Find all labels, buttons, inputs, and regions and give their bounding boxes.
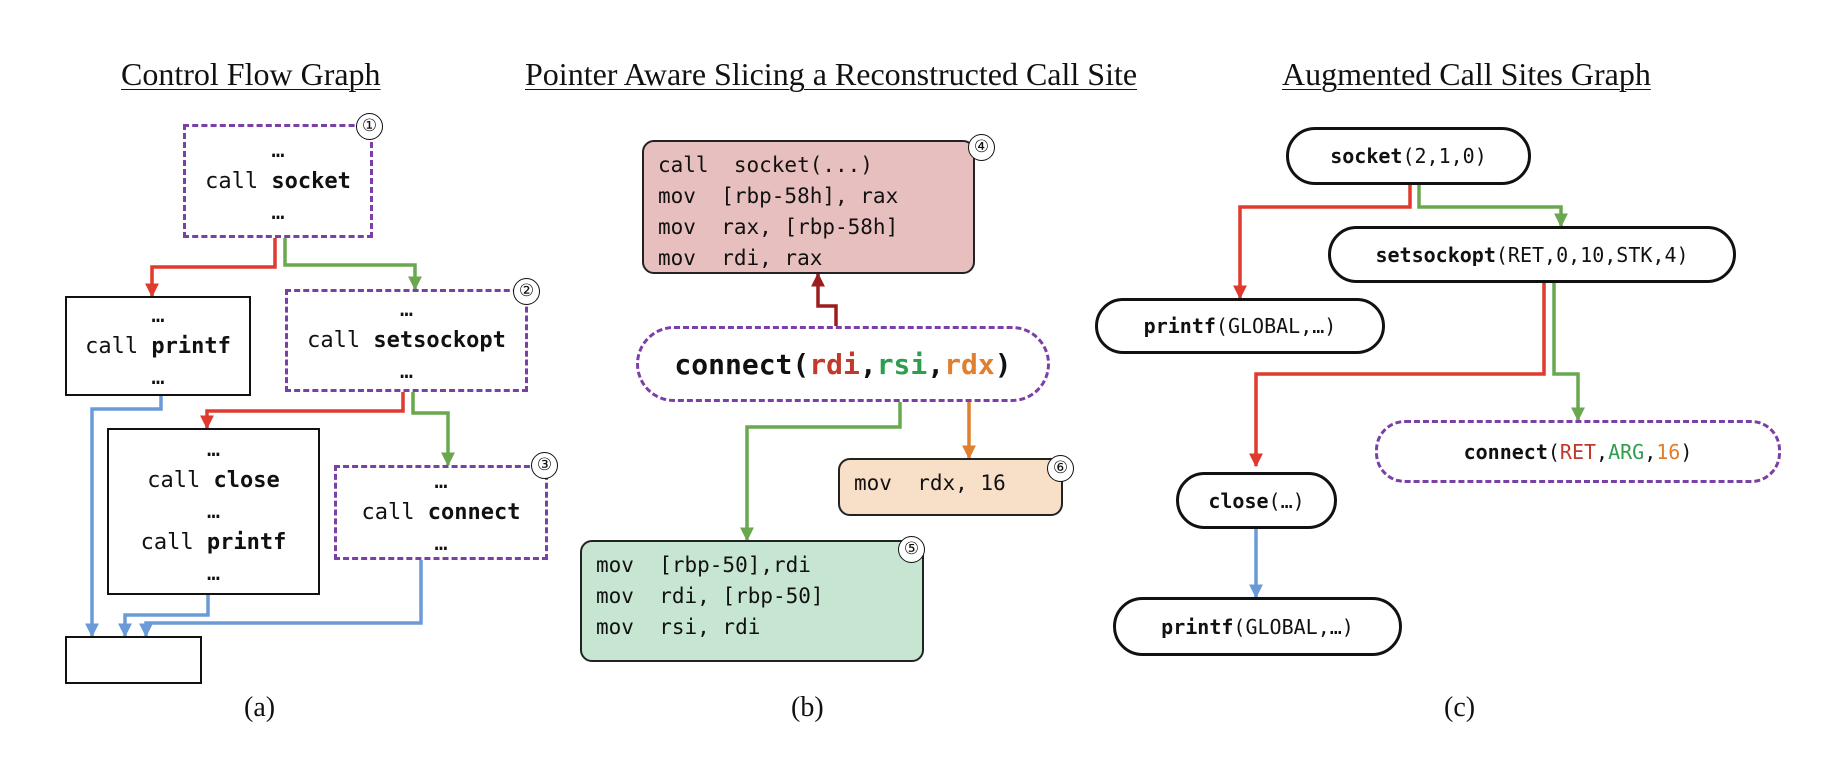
call-keyword: call [307, 328, 361, 353]
arg-separator: , [859, 347, 877, 381]
node-open-paren: ( [1547, 439, 1560, 464]
func-name-setsockopt: setsockopt [373, 328, 506, 353]
node-args-close: (…) [1268, 488, 1305, 513]
cfg-block-connect: … call connect … [334, 465, 548, 560]
arg-rdi: rdi [809, 347, 860, 381]
call-keyword: call [140, 530, 194, 555]
node-args-printf: (GLOBAL,…) [1215, 314, 1337, 338]
call-line-close: call close [147, 465, 279, 496]
cfg-block-printf: … call printf … [65, 296, 251, 396]
ellipsis-text: … [151, 302, 165, 328]
node-fn-printf: printf [1161, 614, 1234, 639]
arg-rsi: rsi [876, 347, 928, 381]
connect-fn-name: connect( [674, 347, 810, 381]
func-name-printf: printf [206, 530, 287, 555]
caption-c: (c) [1444, 692, 1476, 723]
func-name-close: close [213, 468, 280, 493]
node-fn-setsockopt: setsockopt [1375, 242, 1496, 267]
edge-close-exit [118, 595, 210, 638]
slice-block-4: call socket(...) mov [rbp-58h], rax mov … [642, 140, 975, 274]
node-fn-socket: socket [1330, 144, 1403, 168]
caption-a: (a) [244, 692, 276, 723]
func-name-socket: socket [271, 168, 351, 194]
node-close-paren: ) [1680, 439, 1693, 464]
call-line-connect: call connect [362, 497, 521, 528]
call-keyword: call [147, 468, 201, 493]
cfg-block-setsockopt: … call setsockopt … [285, 289, 528, 392]
ellipsis-text: … [434, 531, 448, 556]
connect-call-site: connect(rdi,rsi,rdx) [636, 326, 1050, 402]
call-keyword: call [85, 333, 139, 359]
badge-4: ④ [968, 134, 995, 161]
badge-1: ① [356, 113, 383, 140]
acsg-node-setsockopt: setsockopt(RET,0,10,STK,4) [1328, 226, 1736, 283]
call-line-printf: call printf [141, 527, 287, 558]
ellipsis-text: … [206, 437, 221, 462]
close-paren: ) [994, 347, 1012, 381]
title-control-flow-graph: Control Flow Graph [121, 56, 381, 92]
edge-socket-setsockopt-c [1417, 185, 1568, 228]
node-args-setsockopt: (RET,0,10,STK,4) [1495, 242, 1689, 267]
func-name-connect: connect [427, 500, 521, 525]
ellipsis-text: … [271, 137, 285, 163]
ellipsis-text: … [399, 359, 414, 384]
acsg-node-printf-1: printf(GLOBAL,…) [1095, 298, 1385, 354]
arg-separator: , [927, 347, 945, 381]
caption-b: (b) [791, 692, 824, 723]
node-arg-arg: ARG [1608, 439, 1645, 464]
ellipsis-text: … [271, 199, 285, 225]
edge-setsockopt-close-c [1249, 283, 1546, 468]
badge-3: ③ [531, 452, 558, 479]
slice-block-6: mov rdx, 16 [838, 458, 1063, 516]
edge-rsi-block5 [740, 390, 902, 542]
acsg-node-socket: socket(2,1,0) [1286, 127, 1531, 185]
node-arg-separator: , [1644, 439, 1657, 464]
acsg-node-connect: connect(RET,ARG,16) [1375, 420, 1781, 483]
node-arg-16: 16 [1656, 439, 1681, 464]
ellipsis-text: … [206, 499, 221, 524]
call-line-socket: call socket [205, 166, 351, 197]
cfg-block-socket: … call socket … [183, 124, 373, 238]
edge-rdi-block4 [811, 272, 838, 340]
edge-connect-exit [139, 560, 423, 638]
node-args-printf: (GLOBAL,…) [1233, 614, 1354, 639]
edge-setsockopt-close [200, 392, 405, 430]
node-arg-separator: , [1596, 439, 1609, 464]
node-fn-close: close [1208, 488, 1269, 513]
edge-setsockopt-connect [411, 392, 455, 467]
arg-rdx: rdx [944, 347, 995, 381]
title-pointer-aware-slicing: Pointer Aware Slicing a Reconstructed Ca… [525, 56, 1138, 92]
edge-socket-printf [145, 238, 277, 298]
badge-5: ⑤ [898, 536, 925, 563]
func-name-printf: printf [151, 333, 231, 359]
call-keyword: call [361, 500, 415, 525]
node-args-socket: (2,1,0) [1402, 144, 1487, 168]
badge-6: ⑥ [1047, 455, 1074, 482]
ellipsis-text: … [434, 469, 448, 494]
call-line-printf: call printf [85, 331, 231, 362]
ellipsis-text: … [151, 364, 165, 390]
call-line-setsockopt: call setsockopt [307, 325, 506, 356]
acsg-node-close: close(…) [1176, 472, 1337, 529]
badge-2: ② [513, 278, 540, 305]
slice-block-5: mov [rbp-50],rdi mov rdi, [rbp-50] mov r… [580, 540, 924, 662]
edge-socket-setsockopt [283, 238, 422, 291]
edge-setsockopt-connect-c [1552, 283, 1585, 422]
ellipsis-text: … [206, 561, 221, 586]
node-arg-ret: RET [1559, 439, 1597, 464]
call-keyword: call [205, 168, 259, 194]
edge-printf-exit [85, 395, 163, 638]
title-augmented-call-sites-graph: Augmented Call Sites Graph [1282, 56, 1651, 92]
node-fn-printf: printf [1143, 314, 1216, 338]
edge-socket-printf-c [1233, 185, 1412, 300]
node-fn-connect: connect [1463, 439, 1548, 464]
acsg-node-printf-2: printf(GLOBAL,…) [1113, 597, 1402, 656]
ellipsis-text: … [399, 297, 414, 322]
cfg-exit-block [65, 636, 202, 684]
cfg-block-close-printf: … call close … call printf … [107, 428, 320, 595]
